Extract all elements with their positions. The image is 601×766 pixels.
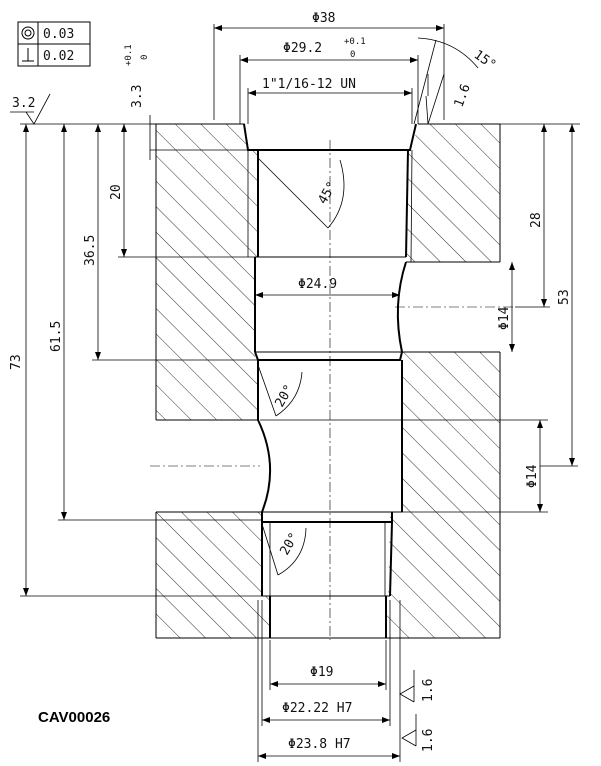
- material-section: [156, 124, 500, 638]
- right-material-lower: [386, 352, 500, 638]
- cavity-outline: [150, 123, 515, 640]
- dim-dia-22-22: Φ22.22 H7: [282, 701, 352, 716]
- dim-dia-29-2: Φ29.2: [283, 41, 322, 56]
- dim-dia-23-8: Φ23.8 H7: [288, 737, 351, 752]
- dim-dia-29-2-tol-lower: 0: [350, 50, 355, 60]
- left-dimensions: 20 36.5 61.5 73: [9, 123, 262, 597]
- right-dimensions: 28 53 Φ14 Φ14: [260, 123, 580, 513]
- concentricity-value: 0.03: [43, 27, 74, 42]
- dim-port-14-left: Φ14: [525, 464, 540, 488]
- surface-finish: 3.2 1.6 1.6 1.6: [10, 73, 474, 752]
- surface-finish-top-left: 3.2: [10, 93, 51, 125]
- perpendicularity-icon: [22, 48, 34, 62]
- left-material: [156, 124, 258, 420]
- dim-angle-15: 15°: [471, 48, 499, 74]
- dim-dia-38: Φ38: [312, 11, 335, 26]
- sf-top-left-value: 3.2: [12, 96, 35, 111]
- drawing-id: CAV00026: [38, 709, 110, 726]
- surface-finish-bottom-2: 1.6: [401, 714, 436, 752]
- dim-angle-20-bottom: 20°: [277, 530, 302, 558]
- dim-dia-19: Φ19: [310, 665, 333, 680]
- dim-port-14-right: Φ14: [497, 306, 512, 330]
- perpendicularity-value: 0.02: [43, 49, 74, 64]
- dim-dia-24-9: Φ24.9: [298, 277, 337, 292]
- dim-len-20: 20: [109, 184, 124, 200]
- dim-dia-29-2-tol-upper: +0.1: [344, 37, 366, 47]
- surface-finish-top-right: 1.6: [425, 73, 474, 125]
- dim-thread: 1"1/16-12 UN: [262, 77, 356, 92]
- surface-finish-bottom-1: 1.6: [399, 670, 436, 703]
- sf-bottom-2-value: 1.6: [421, 729, 436, 752]
- sf-bottom-1-value: 1.6: [421, 679, 436, 702]
- dim-len-53: 53: [557, 289, 572, 305]
- dim-len-73: 73: [9, 354, 24, 370]
- dim-depth-3-3: 3.3: [130, 85, 145, 108]
- dim-angle-45: 45°: [315, 179, 340, 207]
- sf-top-right-value: 1.6: [452, 82, 474, 109]
- dim-len-61-5: 61.5: [49, 321, 64, 352]
- dim-len-28: 28: [529, 212, 544, 228]
- dim-depth-3-3-tol-lower: 0: [140, 55, 150, 60]
- right-material: [406, 124, 500, 262]
- bottom-dimensions: Φ19 Φ22.22 H7 Φ23.8 H7: [257, 600, 401, 762]
- dim-depth-3-3-tol-upper: +0.1: [124, 44, 134, 66]
- dim-angle-20-top: 20°: [272, 382, 297, 410]
- top-dimensions: Φ38 Φ29.2 +0.1 0 1"1/16-12 UN 15° 3.3 +0…: [124, 11, 499, 160]
- tolerance-frame: 0.03 0.02: [17, 21, 91, 67]
- concentricity-icon: [21, 26, 35, 40]
- dim-len-36-5: 36.5: [83, 235, 98, 266]
- left-material-lower: [156, 512, 270, 638]
